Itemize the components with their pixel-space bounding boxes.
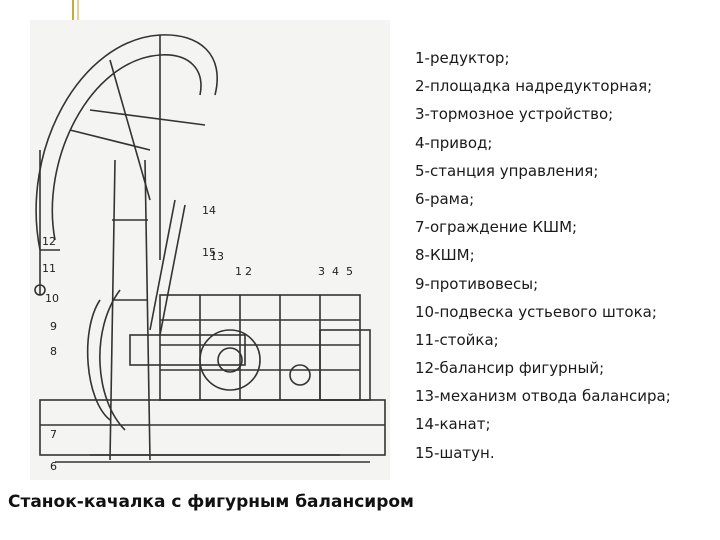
diagram-label-6: 6 [50, 460, 57, 473]
legend-item: 6-рама; [415, 189, 475, 208]
diagram-label-8: 8 [50, 345, 57, 358]
diagram-label-14: 14 [202, 204, 216, 217]
legend-item: 3-тормозное устройство; [415, 105, 614, 124]
diagram-label-7: 7 [50, 428, 57, 441]
legend-item: 13-механизм отвода балансира; [415, 387, 671, 406]
legend-item: 9-противовесы; [415, 274, 539, 293]
legend-item: 15-шатун. [415, 443, 495, 462]
diagram-label-10: 10 [45, 292, 59, 305]
diagram-label-11: 11 [42, 262, 56, 275]
diagram-label-13: 13 [210, 250, 224, 263]
legend-item: 5-станция управления; [415, 161, 599, 180]
diagram-label-15: 15 [202, 246, 216, 259]
diagram-label-5: 5 [346, 265, 353, 278]
legend-item: 2-площадка надредукторная; [415, 77, 653, 96]
legend-list: 1-редуктор; 2-площадка надредукторная; 3… [415, 44, 715, 467]
legend-item: 4-привод; [415, 133, 493, 152]
legend-item: 10-подвеска устьевого штока; [415, 302, 657, 321]
diagram-label-4: 4 [332, 265, 339, 278]
legend-item: 12-балансир фигурный; [415, 359, 605, 378]
diagram-label-3: 3 [318, 265, 325, 278]
legend-item: 8-КШМ; [415, 246, 475, 265]
legend-item: 1-редуктор; [415, 49, 510, 67]
diagram-label-2: 2 [245, 265, 252, 278]
diagram-label-12: 12 [42, 235, 56, 248]
diagram-label-9: 9 [50, 320, 57, 333]
legend-item: 14-канат; [415, 415, 491, 434]
legend-item: 11-стойка; [415, 330, 499, 349]
legend-item: 7-ограждение КШМ; [415, 218, 578, 237]
pump-jack-drawing: 1 2 3 4 5 6 7 8 9 10 11 12 13 14 15 [30, 20, 390, 480]
figure-caption: Станок-качалка с фигурным балансиром [8, 492, 414, 512]
diagram-label-1: 1 [235, 265, 242, 278]
